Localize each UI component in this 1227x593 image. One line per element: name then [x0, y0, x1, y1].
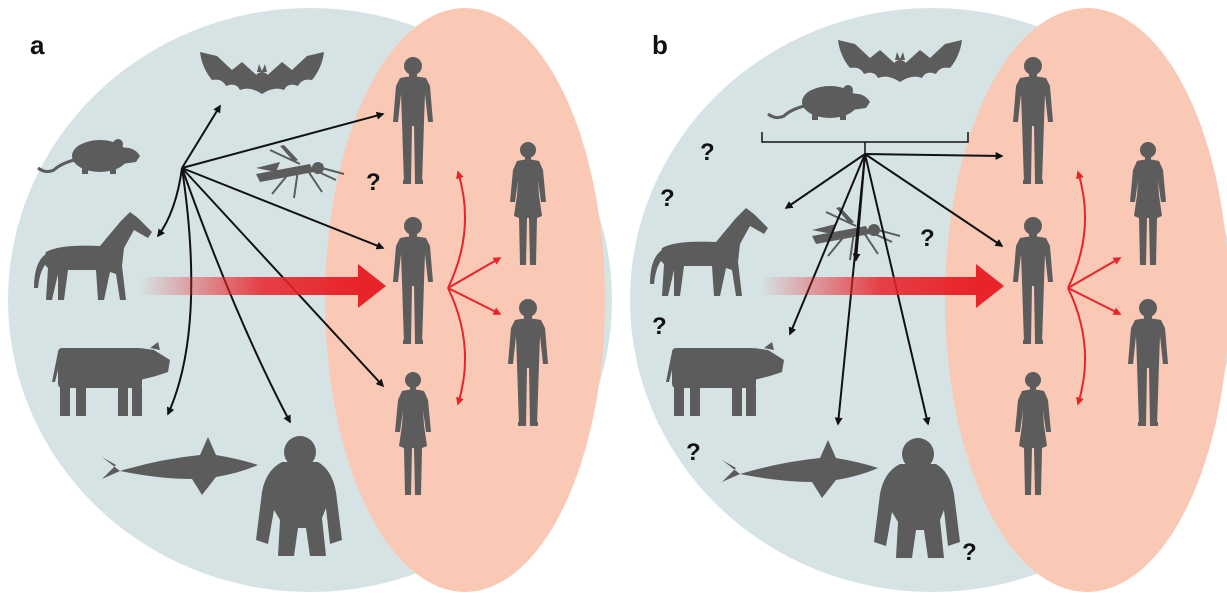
human-region-b	[945, 8, 1227, 592]
question-mark: ?	[366, 169, 381, 196]
question-mark: ?	[700, 139, 715, 166]
panel-b: b	[630, 8, 1227, 592]
panel-a: a ?	[8, 8, 612, 592]
question-mark: ?	[962, 539, 977, 566]
question-mark: ?	[686, 439, 701, 466]
panel-label-b: b	[652, 30, 668, 60]
question-mark: ?	[920, 225, 935, 252]
panel-label-a: a	[30, 30, 45, 60]
question-mark: ?	[660, 185, 675, 212]
question-mark: ?	[652, 313, 667, 340]
spillover-arrow-b-shaft	[760, 277, 978, 295]
spillover-arrow-a-shaft	[140, 277, 360, 295]
